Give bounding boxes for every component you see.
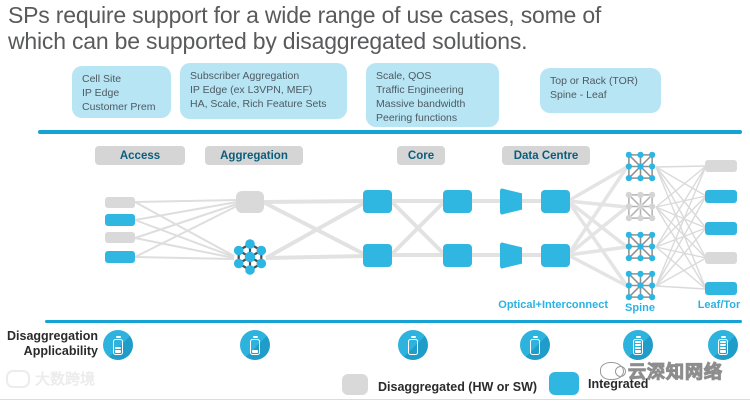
legend-swatch-disaggregated: [342, 374, 368, 395]
leaf-node-disaggregated-2: [705, 252, 737, 264]
disaggregation-applicability-label: Disaggregation Applicability: [7, 329, 98, 358]
legend-label-integrated: Integrated: [588, 377, 649, 391]
access-node-disaggregated-1: [105, 197, 135, 208]
spine-mesh-icon-disaggregated: [625, 191, 656, 222]
battery-body: [633, 338, 643, 355]
battery-icon-core: [398, 330, 428, 360]
label-spine: Spine: [625, 302, 655, 314]
leaf-node-disaggregated-1: [705, 160, 737, 172]
battery-cap: [252, 335, 258, 338]
battery-cap: [635, 335, 641, 338]
access-node-disaggregated-2: [105, 232, 135, 243]
section-label-core: Core: [397, 146, 445, 165]
datacentre-node-1: [541, 190, 570, 213]
page-title: SPs require support for a wide range of …: [8, 2, 602, 55]
legend-swatch-integrated: [549, 372, 579, 395]
aggregation-router-disaggregated: [236, 191, 264, 213]
top-divider-line: [38, 130, 742, 134]
battery-icon-aggregation: [240, 330, 270, 360]
spine-mesh-icon-integrated-2: [625, 231, 656, 262]
optical-amplifier-icon-1: [500, 188, 522, 215]
watermark-right: 云深知网络: [600, 358, 723, 384]
aggregation-fabric-icon: [233, 239, 267, 275]
watermark-left-logo-icon: [6, 369, 30, 388]
callout-datacentre: Top or Rack (TOR) Spine - Leaf: [540, 68, 661, 113]
watermark-left-text: 大数跨境: [35, 371, 96, 388]
access-node-integrated-1: [105, 214, 135, 226]
optical-amplifier-icon-2: [500, 242, 522, 269]
spine-mesh-icon-integrated-1: [625, 151, 656, 182]
battery-icon-spine: [623, 330, 653, 360]
callout-access: Cell Site IP Edge Customer Prem: [72, 66, 171, 118]
section-label-aggregation: Aggregation: [205, 146, 303, 165]
battery-body: [530, 338, 540, 355]
battery-cap: [115, 335, 121, 338]
battery-cap: [532, 335, 538, 338]
battery-icon-access: [103, 330, 133, 360]
core-node-4: [443, 244, 472, 267]
watermark-right-text: 云深知网络: [628, 362, 723, 383]
core-node-3: [443, 190, 472, 213]
battery-body: [408, 338, 418, 355]
watermark-left: 大数跨境: [6, 368, 95, 389]
leaf-node-integrated-1: [705, 190, 737, 203]
leaf-node-integrated-3: [705, 282, 737, 295]
battery-icon-datacentre: [520, 330, 550, 360]
battery-body: [718, 338, 728, 355]
section-label-datacentre: Data Centre: [502, 146, 590, 165]
label-leaf-tor: Leaf/Tor: [697, 299, 741, 311]
callout-aggregation: Subscriber Aggregation IP Edge (ex L3VPN…: [180, 63, 347, 119]
core-node-1: [363, 190, 392, 213]
section-label-access: Access: [95, 146, 185, 165]
label-optical-interconnect: Optical+Interconnect: [498, 299, 608, 311]
callout-core: Scale, QOS Traffic Engineering Massive b…: [366, 63, 499, 127]
battery-body: [250, 338, 260, 355]
slide-bottom-edge: [0, 399, 750, 400]
core-node-2: [363, 244, 392, 267]
datacentre-node-2: [541, 244, 570, 267]
battery-cap: [720, 335, 726, 338]
battery-cap: [410, 335, 416, 338]
bottom-divider-line: [45, 320, 742, 323]
watermark-right-logo-icon: [600, 362, 626, 380]
battery-body: [113, 338, 123, 355]
leaf-node-integrated-2: [705, 222, 737, 235]
legend-label-disaggregated: Disaggregated (HW or SW): [378, 380, 538, 394]
access-node-integrated-2: [105, 251, 135, 263]
spine-mesh-icon-integrated-3: [625, 270, 656, 301]
battery-icon-leaf-tor: [708, 330, 738, 360]
